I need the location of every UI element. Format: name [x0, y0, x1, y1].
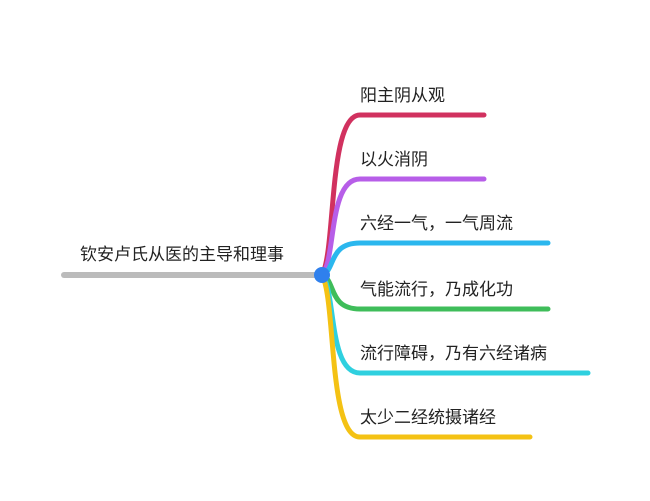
branch-topic-label[interactable]: 阳主阴从观 — [360, 86, 445, 106]
branch-line-1 — [319, 112, 487, 278]
branch-topic-label[interactable]: 太少二经统摄诸经 — [360, 408, 496, 428]
branch-topic-label[interactable]: 六经一气，一气周流 — [360, 214, 513, 234]
branch-topic-label[interactable]: 流行障碍，乃有六经诸病 — [360, 344, 547, 364]
root-topic-label[interactable]: 钦安卢氏从医的主导和理事 — [80, 245, 284, 265]
branch-line-6 — [319, 272, 533, 440]
branch-line-3 — [319, 240, 551, 278]
branch-topic-label[interactable]: 以火消阴 — [360, 150, 428, 170]
branch-line-2 — [319, 176, 487, 278]
branch-topic-label[interactable]: 气能流行，乃成化功 — [360, 280, 513, 300]
root-node-dot[interactable] — [314, 267, 330, 283]
